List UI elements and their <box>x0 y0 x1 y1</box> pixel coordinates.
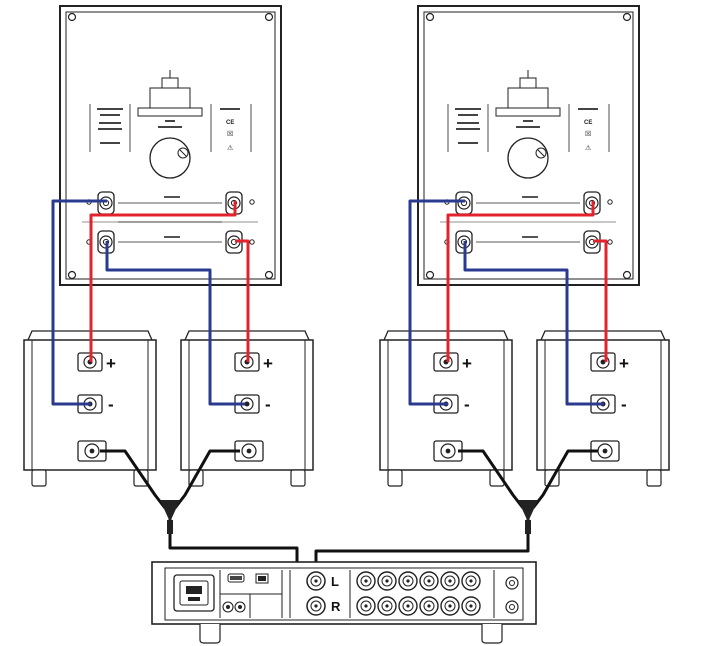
preamplifier-rear: L R <box>151 561 537 644</box>
negative-wire <box>408 199 465 406</box>
negative-wire <box>105 241 245 406</box>
input-jacks <box>356 571 481 616</box>
xlr-input-icon <box>433 440 463 462</box>
weee-bin-icon: ☒ <box>227 130 233 138</box>
ground-post-icon <box>505 576 519 614</box>
negative-terminal-label: - <box>265 395 271 414</box>
negative-terminal-label: - <box>621 395 627 414</box>
ce-mark-icon: CE <box>226 120 234 126</box>
screw-icon <box>622 12 632 22</box>
negative-terminal-label: - <box>108 395 114 414</box>
xlr-cable <box>458 449 525 509</box>
input-jack-icon <box>461 596 481 616</box>
y-splitter-icon <box>518 500 538 534</box>
monoblock-amplifier: +- <box>379 330 513 487</box>
input-jack-icon <box>440 571 460 591</box>
positive-terminal-label: + <box>263 354 273 373</box>
positive-wire <box>446 201 595 362</box>
xlr-cable <box>531 449 598 509</box>
output-label-left: L <box>331 574 339 589</box>
positive-wire <box>89 201 237 362</box>
usb-port-icon <box>255 573 269 584</box>
xlr-output-left-icon <box>306 571 326 591</box>
y-splitter-icon <box>160 500 180 534</box>
power-inlet-icon <box>173 574 215 612</box>
warning-icon: ⚠ <box>585 144 591 152</box>
level-knob-icon <box>149 137 191 179</box>
warning-icon: ⚠ <box>227 144 233 152</box>
input-jack-icon <box>398 596 418 616</box>
xlr-cable <box>173 449 240 509</box>
binding-post-icon <box>225 230 255 254</box>
negative-wire <box>51 199 107 406</box>
input-jack-icon <box>356 571 376 591</box>
negative-terminal-label: - <box>464 395 470 414</box>
input-jack-icon <box>377 596 397 616</box>
negative-terminal-icon <box>234 394 260 414</box>
screw-icon <box>425 12 435 22</box>
positive-wire <box>235 239 250 362</box>
input-jack-icon <box>461 571 481 591</box>
positive-wire <box>593 239 608 362</box>
screw-icon <box>264 12 274 22</box>
speaker-left-back-panel <box>59 5 282 286</box>
input-jack-icon <box>419 571 439 591</box>
positive-terminal-label: + <box>462 354 472 373</box>
xlr-output-right-icon <box>306 596 326 616</box>
screw-icon <box>425 270 435 280</box>
xlr-input-icon <box>234 440 264 462</box>
positive-terminal-label: + <box>106 354 116 373</box>
input-jack-icon <box>356 596 376 616</box>
speaker-left: CE ☒ ⚠ <box>59 5 282 286</box>
positive-terminal-label: + <box>619 354 629 373</box>
weee-bin-icon: ☒ <box>585 130 591 138</box>
trigger-jack-icon <box>222 601 246 613</box>
screw-icon <box>264 270 274 280</box>
screw-icon <box>67 270 77 280</box>
monoblock-amplifier: +- <box>536 330 670 487</box>
input-jack-icon <box>419 596 439 616</box>
screw-icon <box>622 270 632 280</box>
positive-terminal-icon <box>590 352 616 372</box>
input-jack-icon <box>440 596 460 616</box>
speaker-right: CE ☒ ⚠ <box>417 5 640 286</box>
level-knob-icon <box>507 137 549 179</box>
rs232-port-icon <box>227 573 245 583</box>
ce-mark-icon: CE <box>584 120 592 126</box>
screw-icon <box>67 12 77 22</box>
speaker-right-back-panel <box>417 5 640 286</box>
positive-terminal-icon <box>433 352 459 372</box>
input-jack-icon <box>398 571 418 591</box>
input-jack-icon <box>377 571 397 591</box>
speaker-wires <box>51 199 608 406</box>
output-label-right: R <box>331 599 341 614</box>
negative-wire <box>463 241 604 406</box>
xlr-cable <box>100 449 167 509</box>
